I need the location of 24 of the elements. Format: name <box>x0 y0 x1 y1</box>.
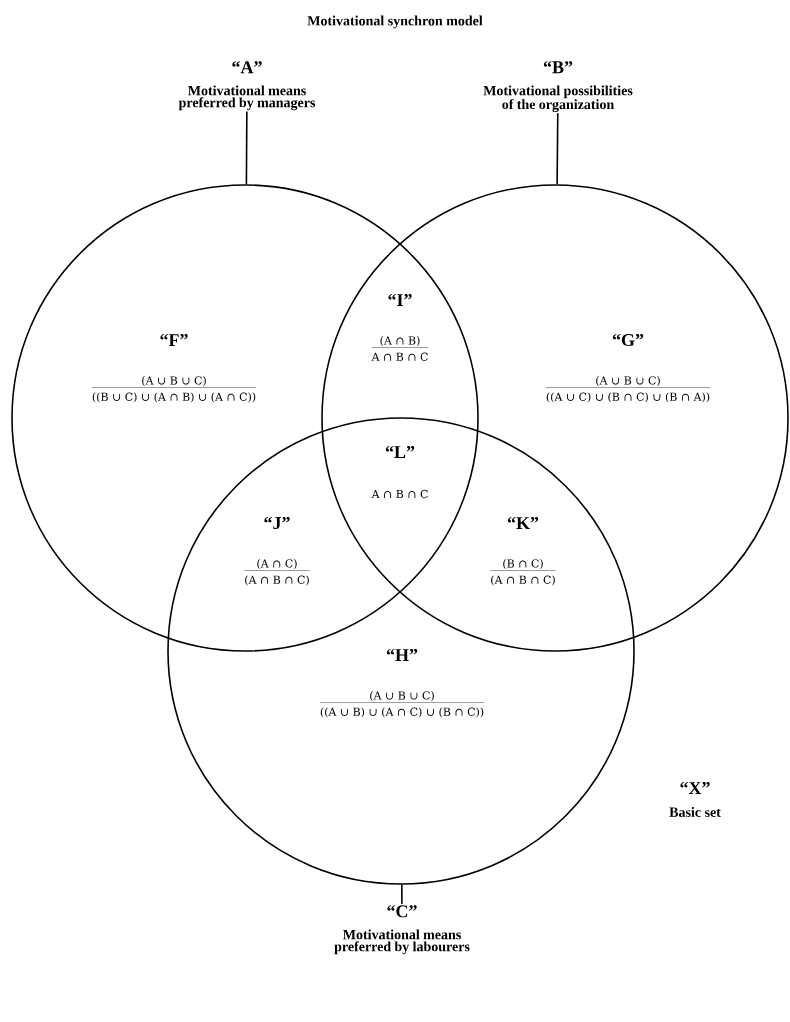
set-fraction: (A ∪ B ∪ C) ((B ∪ C) ∪ (A ∩ B) ∪ (A ∩ C)) <box>91 376 257 403</box>
set-heading: “C” Motivational means preferred by labourers <box>334 905 470 955</box>
set-formula: A ∩ B ∩ C <box>371 489 428 499</box>
region-letter: “I” <box>388 294 412 306</box>
leader-line <box>401 884 403 905</box>
set-letter: “X” <box>680 782 710 794</box>
region-letter: “K” <box>507 517 539 529</box>
set-name: Basic set <box>669 807 721 817</box>
set-heading: “A” Motivational means preferred by managers <box>178 61 316 111</box>
region-letter: “J” <box>264 516 290 530</box>
set-heading: “B” Motivational possibilities of the organization <box>483 61 633 113</box>
region-letter: “H” <box>386 649 418 661</box>
leader-line <box>556 112 559 185</box>
set-circle <box>167 417 635 885</box>
set-fraction: (A ∪ B ∪ C) ((A ∪ B) ∪ (A ∩ C) ∪ (B ∩ C)) <box>319 691 485 718</box>
title: Motivational synchron model <box>307 15 483 29</box>
set-fraction: (B ∩ C) (A ∩ B ∩ C) <box>490 559 556 586</box>
set-fraction: (A ∩ B) A ∩ B ∩ C <box>371 336 429 361</box>
set-fraction: (A ∪ B ∪ C) ((A ∪ C) ∪ (B ∩ C) ∪ (B ∩ A)) <box>545 376 711 403</box>
region-letter: “L” <box>385 446 415 458</box>
region-letter: “F” <box>160 334 188 346</box>
region-letter: “G” <box>612 333 644 347</box>
leader-line <box>245 110 248 185</box>
set-fraction: (A ∩ C) (A ∩ B ∩ C) <box>244 559 310 586</box>
